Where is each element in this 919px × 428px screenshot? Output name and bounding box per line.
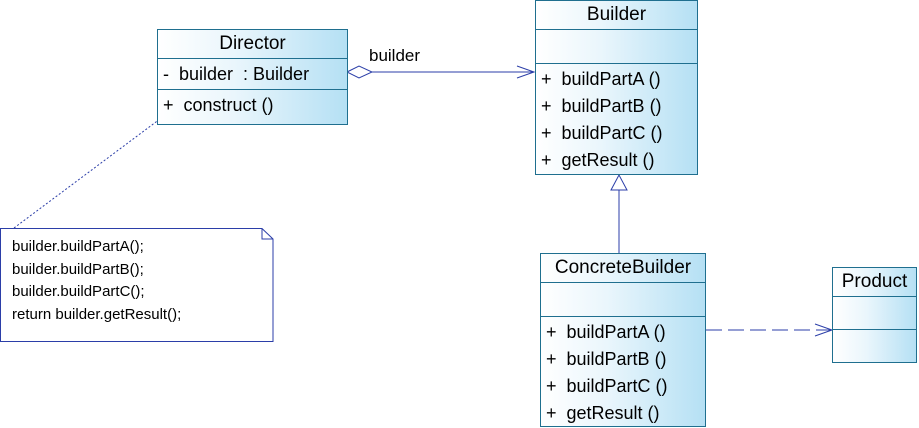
class-director-operations: + construct () bbox=[158, 89, 347, 119]
class-concrete-builder[interactable]: ConcreteBuilder + buildPartA () + buildP… bbox=[540, 253, 706, 427]
concrete-builder-operation-buildparta: + buildPartA () bbox=[546, 322, 666, 342]
note-line: builder.buildPartA(); bbox=[12, 238, 144, 255]
builder-operation-buildpartb: + buildPartB () bbox=[541, 96, 662, 116]
aggregation-diamond bbox=[345, 65, 374, 79]
class-builder-attributes bbox=[536, 29, 697, 63]
class-director-name: Director bbox=[219, 33, 286, 54]
builder-operation-buildparta: + buildPartA () bbox=[541, 69, 661, 89]
class-builder[interactable]: Builder + buildPartA () + buildPartB () … bbox=[535, 0, 698, 175]
class-product-name: Product bbox=[841, 271, 908, 292]
class-product-attributes bbox=[833, 296, 916, 329]
director-operation-construct: + construct () bbox=[163, 95, 274, 115]
note-text: builder.buildPartA(); builder.buildPartB(… bbox=[12, 236, 181, 326]
class-builder-name: Builder bbox=[586, 4, 647, 25]
builder-operation-getresult: + getResult () bbox=[541, 150, 655, 170]
aggregation-arrowhead bbox=[516, 65, 536, 79]
class-concrete-builder-name-compartment: ConcreteBuilder bbox=[541, 254, 705, 282]
class-director-attributes: - builder : Builder bbox=[158, 58, 347, 89]
class-concrete-builder-name: ConcreteBuilder bbox=[554, 257, 692, 278]
note-line: builder.buildPartC(); bbox=[12, 283, 145, 300]
class-builder-name-compartment: Builder bbox=[536, 1, 697, 29]
class-director[interactable]: Director - builder : Builder + construct… bbox=[157, 29, 348, 125]
note-anchor-line bbox=[13, 109, 173, 229]
concrete-builder-operation-buildpartc: + buildPartC () bbox=[546, 376, 668, 396]
class-concrete-builder-operations: + buildPartA () + buildPartB () + buildP… bbox=[541, 316, 705, 427]
generalization-triangle bbox=[610, 173, 628, 191]
construct-note[interactable]: builder.buildPartA(); builder.buildPartB(… bbox=[0, 228, 273, 342]
class-director-name-compartment: Director bbox=[158, 30, 347, 58]
note-shape bbox=[0, 228, 274, 342]
class-product[interactable]: Product bbox=[832, 267, 917, 363]
concrete-builder-operation-getresult: + getResult () bbox=[546, 403, 660, 423]
class-builder-operations: + buildPartA () + buildPartB () + buildP… bbox=[536, 63, 697, 174]
builder-operation-buildpartc: + buildPartC () bbox=[541, 123, 663, 143]
note-line: builder.buildPartB(); bbox=[12, 260, 144, 278]
aggregation-role-label: builder bbox=[369, 46, 421, 65]
note-fold bbox=[261, 228, 273, 240]
class-concrete-builder-attributes bbox=[541, 282, 705, 316]
class-product-name-compartment: Product bbox=[833, 268, 916, 296]
class-product-operations bbox=[833, 329, 916, 362]
note-line: return builder.getResult(); bbox=[12, 305, 182, 323]
concrete-builder-operation-buildpartb: + buildPartB () bbox=[546, 349, 667, 369]
director-attribute-builder: - builder : Builder bbox=[163, 64, 310, 84]
